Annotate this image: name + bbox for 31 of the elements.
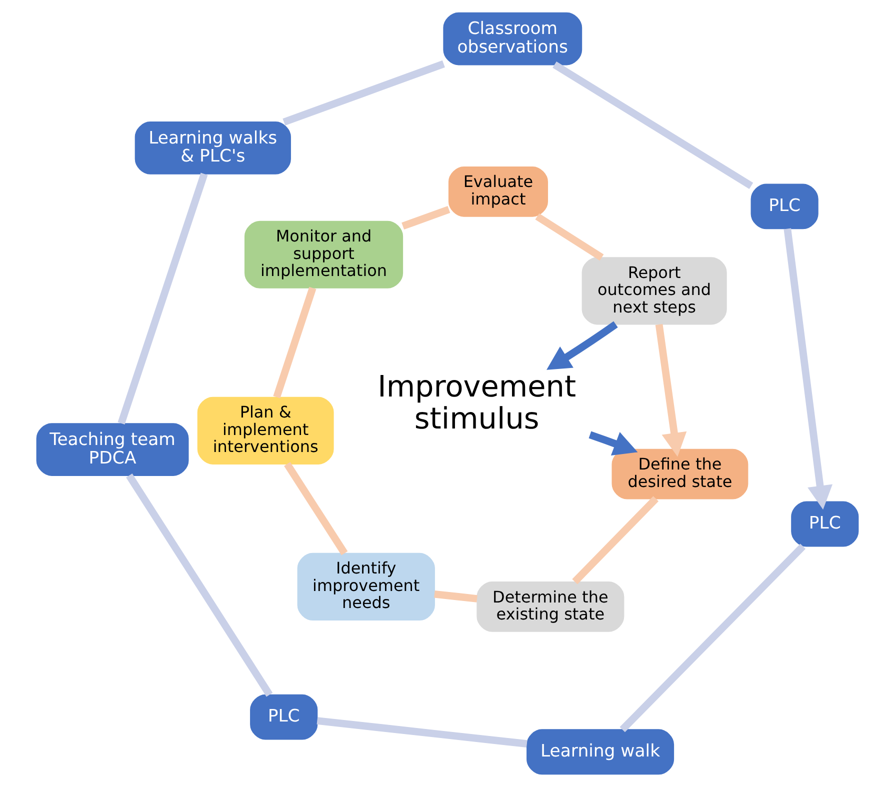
arrow (784, 228, 832, 510)
node-box: Identify improvement needs (297, 552, 435, 621)
node-text: Improvement stimulus (378, 370, 576, 436)
node-box: Plan & implement interventions (197, 396, 334, 464)
node-box: Determine the existing state (476, 581, 624, 632)
connector (126, 474, 273, 697)
connector (402, 206, 450, 230)
connector (552, 61, 754, 189)
connector (434, 590, 478, 602)
node-box: Define the desired state (612, 448, 748, 500)
connector (284, 462, 348, 556)
node-box: Evaluate impact (448, 166, 548, 217)
arrow (588, 431, 638, 456)
node-box: Monitor and support implementation (244, 220, 404, 288)
connector (282, 60, 445, 126)
connector (572, 496, 659, 584)
node-box: Classroom observations (443, 12, 582, 66)
arrow (655, 324, 687, 457)
node-box: Learning walk (526, 729, 674, 775)
connector (620, 544, 806, 732)
arrow (546, 321, 618, 370)
connector (118, 172, 208, 424)
node-box: PLC (250, 694, 318, 740)
connector (535, 213, 604, 261)
node-box: PLC (750, 184, 818, 230)
connector (273, 286, 316, 398)
connector (316, 717, 528, 748)
node-box: Learning walks & PLC's (134, 122, 291, 174)
node-box: PLC (791, 501, 859, 547)
node-box: Report outcomes and next steps (582, 257, 727, 325)
node-box: Teaching team PDCA (36, 423, 189, 476)
